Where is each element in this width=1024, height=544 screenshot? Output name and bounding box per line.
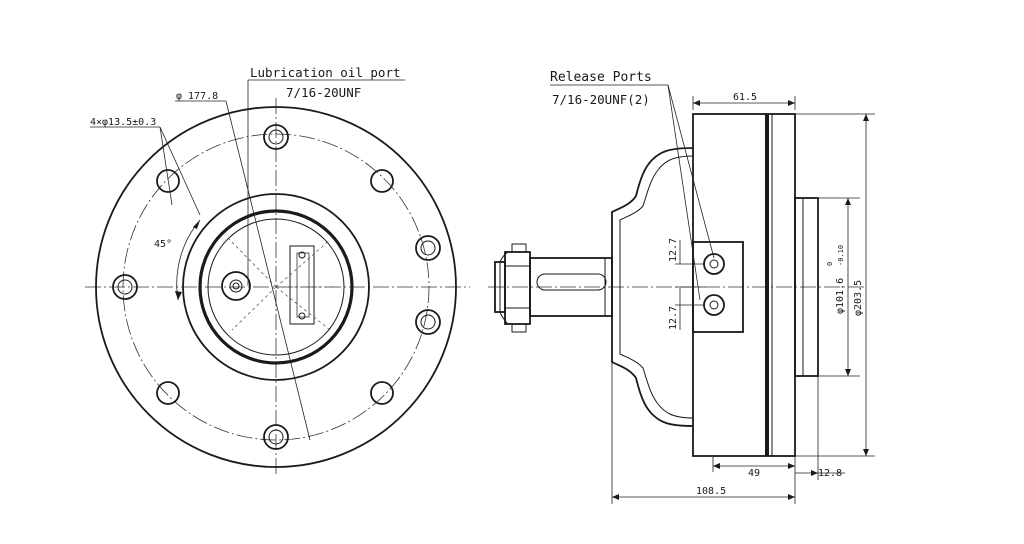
pilot-flange xyxy=(794,197,819,377)
release-port-lower xyxy=(703,294,725,316)
mounting-hole xyxy=(370,381,394,405)
dim-outer-diameter: φ203.5 xyxy=(853,280,864,316)
dim-inner-tol-bottom: -0.10 xyxy=(837,245,845,266)
bolt-hole xyxy=(415,309,441,335)
shaft-nut xyxy=(504,251,531,325)
dim-108-5: 108.5 xyxy=(696,486,726,497)
bolt-hole xyxy=(263,124,289,150)
bolt-hole xyxy=(415,235,441,261)
release-ports-label: Release Ports xyxy=(550,70,652,85)
holes-label: 4×φ13.5±0.3 xyxy=(90,117,156,128)
lube-port xyxy=(221,271,251,301)
dim-12-7-upper: 12.7 xyxy=(668,238,679,262)
keyway-slot xyxy=(289,245,315,325)
front-view xyxy=(85,79,470,475)
dim-inner-diameter: φ101.6 xyxy=(835,278,846,314)
side-view xyxy=(488,84,875,504)
bolt-hole xyxy=(112,274,138,300)
angle-label: 45° xyxy=(154,239,172,250)
dim-12-7-lower: 12.7 xyxy=(668,306,679,330)
dim-12-8: 12.8 xyxy=(818,468,842,479)
dim-49: 49 xyxy=(748,468,760,479)
bolt-hole xyxy=(263,424,289,450)
mounting-hole xyxy=(156,381,180,405)
lube-port-label: Lubrication oil port xyxy=(250,65,401,80)
hub-ring xyxy=(198,209,354,365)
pcd-label: φ 177.8 xyxy=(176,91,218,102)
outer-flange-circle xyxy=(95,106,457,468)
mounting-hole xyxy=(156,169,180,193)
release-ports-thread: 7/16-20UNF(2) xyxy=(552,92,650,107)
lube-port-thread: 7/16-20UNF xyxy=(286,85,361,100)
mounting-hole xyxy=(370,169,394,193)
main-body xyxy=(692,113,796,457)
dim-61-5: 61.5 xyxy=(733,92,757,103)
body-ring xyxy=(182,193,370,381)
dim-inner-tol-top: 0 xyxy=(826,262,834,266)
